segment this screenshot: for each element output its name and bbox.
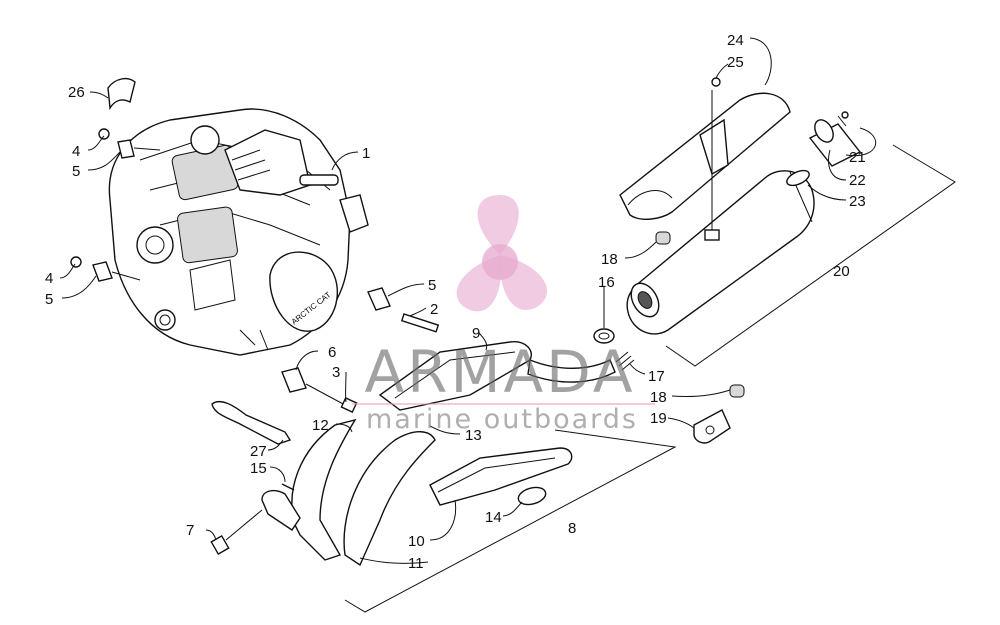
spacer-5a	[117, 139, 135, 159]
boundary-8	[344, 429, 677, 613]
callout-2: 2	[430, 301, 438, 318]
callout-4b: 4	[45, 270, 53, 287]
callout-26: 26	[68, 84, 85, 101]
callout-18b: 18	[650, 389, 667, 406]
muffler-assembly	[626, 111, 862, 335]
pin-15	[281, 483, 295, 491]
grommet-18b	[729, 384, 745, 398]
callout-19: 19	[650, 410, 667, 427]
flange-7	[261, 489, 301, 531]
callout-18a: 18	[601, 251, 618, 268]
callout-22: 22	[849, 172, 866, 189]
watermark-brand: ARMADA	[364, 338, 635, 406]
callout-9: 9	[472, 325, 480, 342]
bolt-2	[400, 313, 440, 333]
grommet-18a	[655, 231, 671, 245]
header-pipe-assembly	[210, 341, 616, 567]
gasket-26	[107, 77, 136, 111]
screw-25	[711, 77, 721, 87]
armada-watermark: ARMADA marine outboards	[352, 195, 655, 435]
watermark-tagline: marine outboards	[366, 404, 638, 435]
callout-3: 3	[332, 364, 340, 381]
shield-9	[378, 341, 532, 411]
callout-17: 17	[648, 368, 665, 385]
callout-6: 6	[328, 344, 336, 361]
callout-7: 7	[186, 522, 194, 539]
engine-fasteners	[70, 77, 440, 413]
callout-23: 23	[849, 193, 866, 210]
callout-5a: 5	[72, 163, 80, 180]
gasket-16	[593, 328, 615, 344]
callout-10: 10	[408, 533, 425, 550]
callout-5b: 5	[45, 291, 53, 308]
callout-13: 13	[465, 427, 482, 444]
clamp-14	[517, 486, 547, 506]
spacer-6	[281, 367, 307, 393]
callout-14: 14	[485, 509, 502, 526]
callout-25: 25	[727, 54, 744, 71]
spacer-5c	[367, 287, 391, 311]
propeller-logo-icon	[456, 195, 548, 312]
muffler-mount-hardware	[593, 231, 745, 444]
callout-8: 8	[568, 520, 576, 537]
leader-lines	[59, 37, 877, 564]
callout-4a: 4	[72, 143, 80, 160]
callout-5c: 5	[428, 277, 436, 294]
callout-1: 1	[362, 145, 370, 162]
nut-3	[340, 397, 358, 413]
callout-24: 24	[727, 32, 744, 49]
callout-12: 12	[312, 417, 329, 434]
callout-16: 16	[598, 274, 615, 291]
callout-21: 21	[849, 149, 866, 166]
pipe-10	[429, 447, 573, 506]
sensor-27	[211, 400, 292, 445]
nut-4b	[70, 256, 82, 268]
engine-assembly: ARCTIC CAT	[108, 108, 369, 356]
callout-labels: 26 4 5 1 4 5 5 2 6 3 9 12 13 27 15 7 10 …	[45, 32, 866, 572]
spacer-5b	[92, 261, 113, 282]
pipe-11	[291, 418, 357, 561]
nut-4a	[98, 128, 110, 140]
boundary-20	[665, 144, 956, 367]
callout-11: 11	[408, 555, 424, 572]
callout-20: 20	[833, 263, 850, 280]
spring-17	[615, 351, 635, 371]
heat-shield-24	[619, 77, 791, 241]
callout-27: 27	[250, 443, 267, 460]
callout-15: 15	[250, 460, 267, 477]
